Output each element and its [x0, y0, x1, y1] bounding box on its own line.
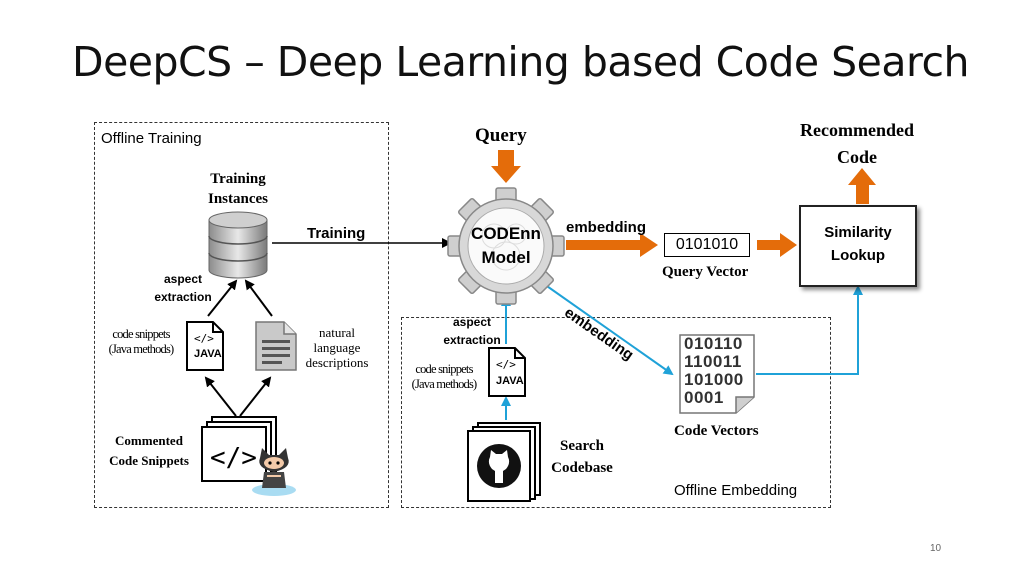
codenn-label-line2: Model	[481, 248, 531, 267]
embedding-arrow	[566, 233, 658, 257]
query-label: Query	[475, 125, 527, 146]
training-code-snippets-label: code snippets (Java methods)	[108, 327, 175, 356]
vector-to-similarity-arrow	[757, 233, 797, 257]
embedding-top-label: embedding	[566, 219, 647, 236]
embedding-aspect-extraction-label: aspect extraction	[443, 315, 501, 347]
similarity-line2: Lookup	[830, 247, 886, 264]
arrow-model-to-code-vectors	[543, 283, 674, 376]
offline-training-box	[94, 122, 389, 508]
training-instances-label: Training Instances	[207, 171, 268, 207]
code-vectors-icon	[679, 334, 755, 414]
code-vectors-bits-2: 110011	[684, 352, 742, 371]
java-label: JAVA	[496, 375, 524, 387]
training-arrow-label: Training	[307, 225, 366, 242]
recommended-up-arrow	[848, 168, 876, 204]
natural-language-label: natural language descriptions	[305, 325, 369, 370]
arrow-commented-to-nl	[239, 376, 272, 417]
query-vector-label: Query Vector	[662, 264, 749, 280]
offline-training-label: Offline Training	[101, 130, 202, 147]
search-codebase-label: Search Codebase	[551, 438, 613, 476]
code-vectors-bits-1: 010110	[684, 334, 743, 353]
training-aspect-extraction-label: aspect extraction	[154, 272, 212, 304]
gear-icon	[447, 187, 565, 305]
svg-text:</>: </>	[194, 332, 214, 345]
codenn-label-line1: CODEnn	[471, 224, 541, 243]
database-icon	[208, 211, 268, 279]
arrow-commented-to-snippets	[204, 376, 237, 417]
offline-embedding-box	[401, 317, 831, 508]
offline-embedding-label: Offline Embedding	[674, 482, 798, 499]
query-vector-box: 0101010	[664, 233, 750, 257]
slide-title: DeepCS – Deep Learning based Code Search	[72, 38, 970, 86]
page-number: 10	[930, 543, 942, 554]
similarity-line1: Similarity	[824, 224, 892, 241]
query-down-arrow	[491, 150, 521, 183]
svg-text:</>: </>	[210, 443, 257, 473]
github-codebase-icon	[467, 422, 541, 502]
arrow-code-vectors-to-similarity	[756, 285, 863, 375]
java-file-icon: </>	[186, 321, 224, 371]
recommended-code-line2: Code	[837, 147, 877, 167]
code-vectors-label: Code Vectors	[674, 423, 759, 439]
java-label: JAVA	[194, 348, 222, 360]
svg-text:</>: </>	[496, 358, 516, 371]
embedding-code-snippets-label: code snippets (Java methods)	[411, 362, 478, 391]
arrow-snippets-to-db	[207, 279, 238, 317]
document-icon	[255, 321, 297, 371]
octocat-icon	[252, 448, 296, 496]
commented-code-snippets-label: Commented Code Snippets	[109, 433, 189, 468]
code-vectors-bits-4: 0001	[684, 388, 724, 407]
recommended-code-line1: Recommended	[800, 120, 914, 140]
arrow-nl-to-db	[244, 279, 273, 317]
similarity-lookup-box	[799, 205, 917, 287]
code-vectors-bits-3: 101000	[684, 370, 744, 389]
java-file-icon: </>	[488, 347, 526, 397]
